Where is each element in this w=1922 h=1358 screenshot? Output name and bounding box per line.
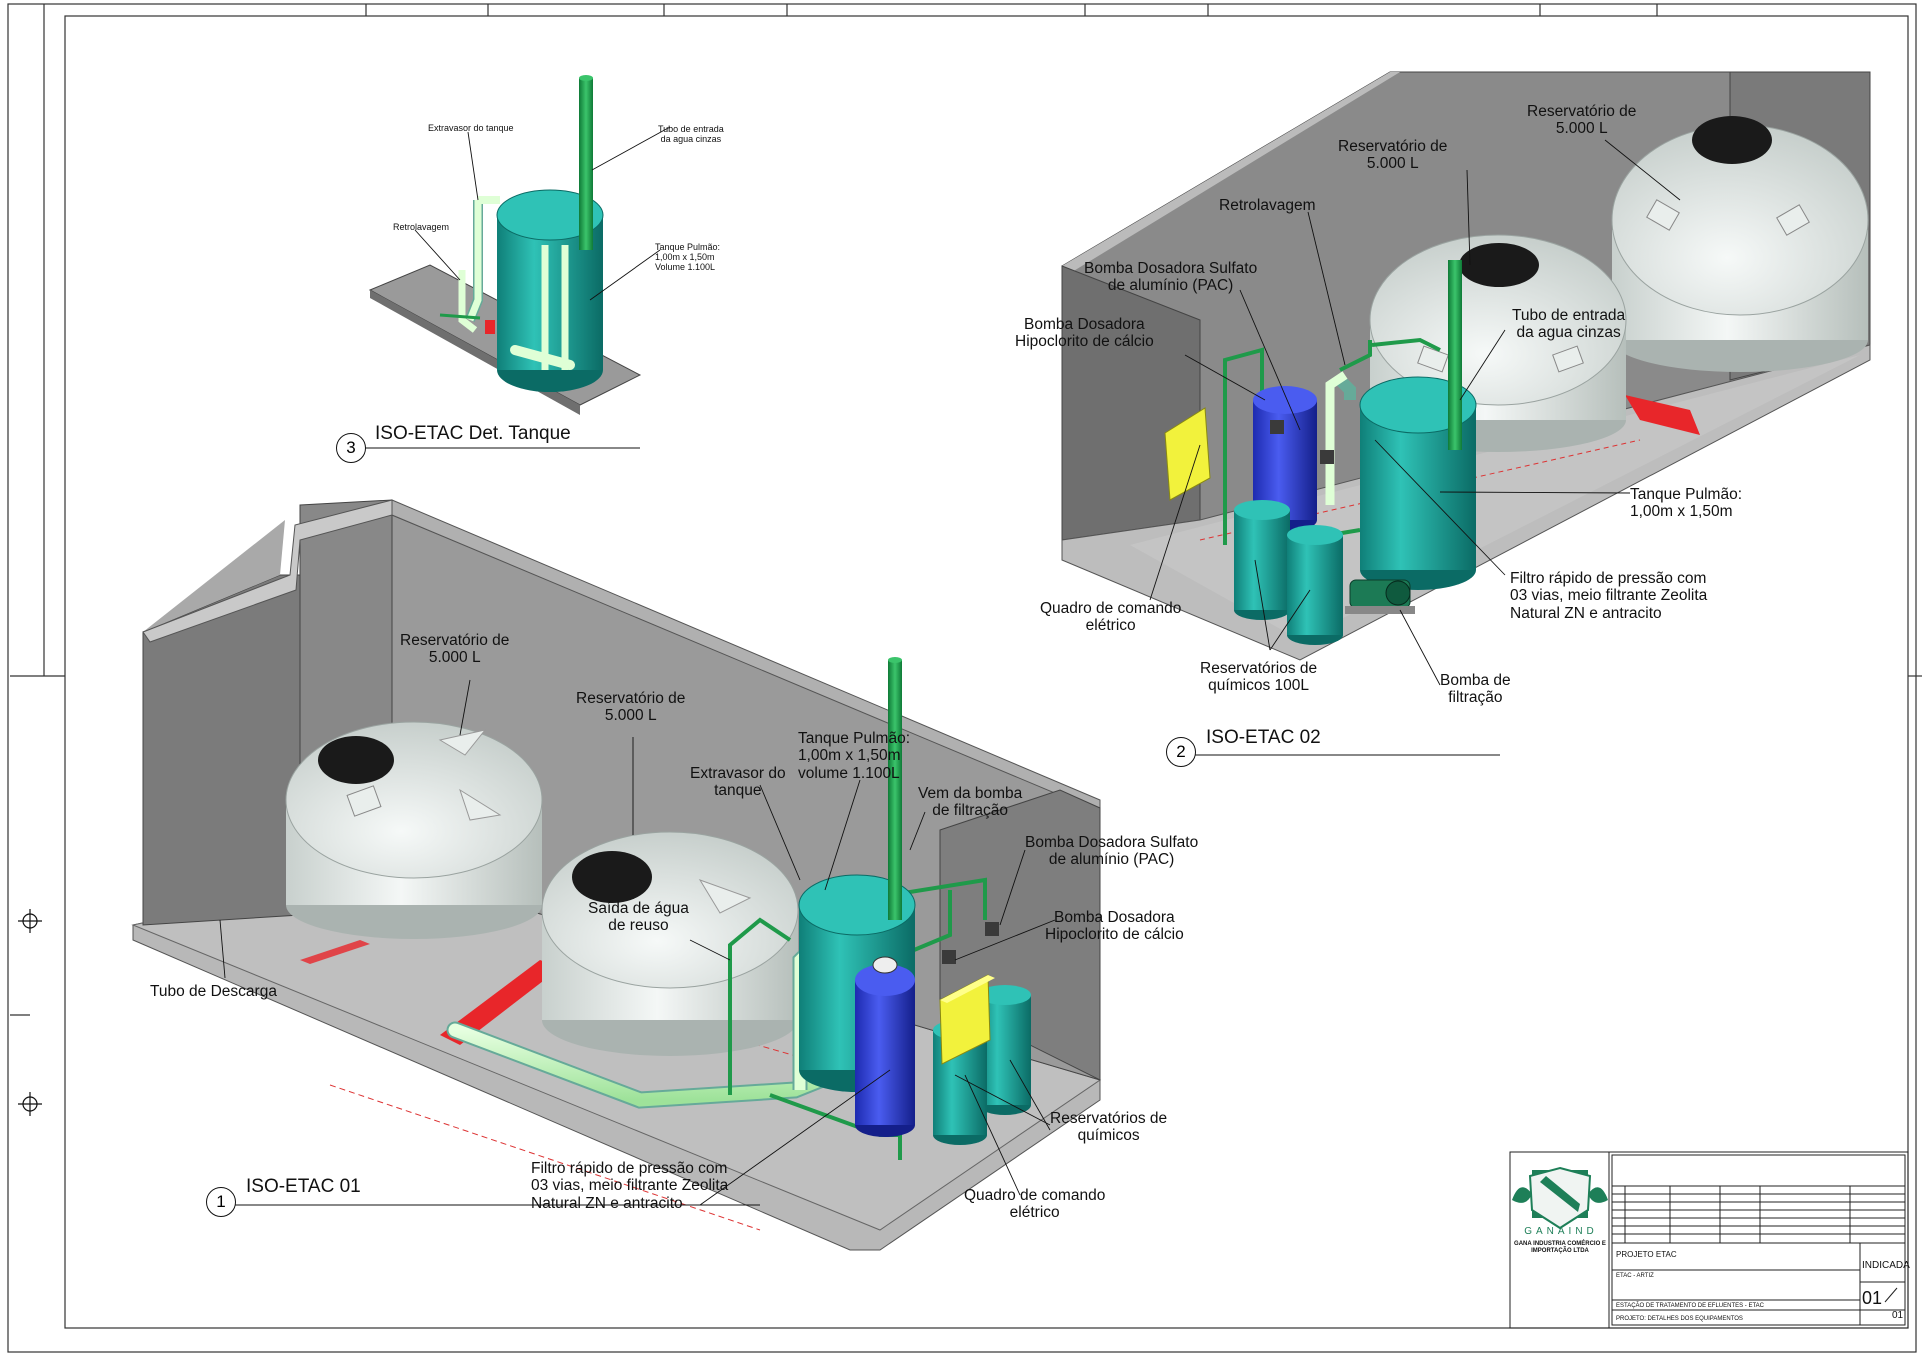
v3-label-extravasor: Extravasor do tanque: [428, 123, 514, 133]
drawing-name: PROJETO: DETALHES DOS EQUIPAMENTOS: [1616, 1316, 1743, 1322]
v1-label-tubo-descarga: Tubo de Descarga: [150, 983, 277, 1000]
registration-mark-icon: [18, 1092, 42, 1116]
view-1-title: ISO-ETAC 01: [246, 1176, 361, 1197]
v3-label-retrolavagem: Retrolavagem: [393, 222, 450, 232]
view-1-number: 1: [206, 1187, 236, 1217]
scale-value: INDICADA: [1862, 1260, 1910, 1271]
view-2-title: ISO-ETAC 02: [1206, 727, 1321, 748]
sheet-frame: [7, 3, 1922, 1353]
sheet-number: 01: [1862, 1288, 1883, 1308]
client-name: ETAC - ARTIZ: [1616, 1273, 1654, 1279]
company-logo-icon: [1512, 1166, 1608, 1230]
view-3-drawing: [368, 75, 642, 415]
view-1-drawing: [131, 499, 1102, 1251]
view-2-drawing: [1061, 71, 1871, 661]
project-name: PROJETO ETAC: [1616, 1250, 1677, 1259]
registration-mark-icon: [18, 909, 42, 933]
v2-label-retrolavagem: Retrolavagem: [1219, 197, 1316, 214]
v2-label-tanque-pulmao: Tanque Pulmão:1,00m x 1,50m: [1630, 486, 1743, 521]
title-block: [1509, 1151, 1909, 1329]
company-logo-text: GANAIND: [1524, 1226, 1598, 1237]
view-2-number: 2: [1166, 737, 1196, 767]
drawing-description: ESTAÇÃO DE TRATAMENTO DE EFLUENTES - ETA…: [1616, 1303, 1765, 1309]
view-3-number: 3: [336, 433, 366, 463]
sheet-total: 01: [1892, 1310, 1904, 1321]
view-3-title: ISO-ETAC Det. Tanque: [375, 423, 571, 444]
